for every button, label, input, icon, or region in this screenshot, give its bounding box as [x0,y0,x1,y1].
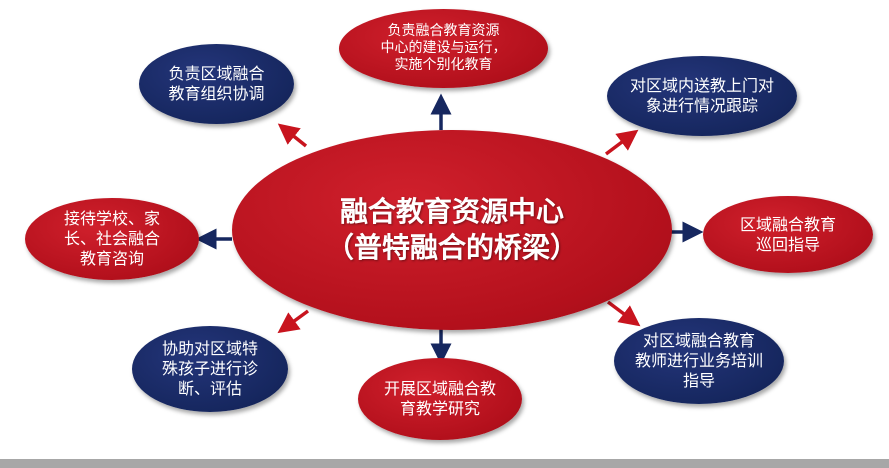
node-left-text: 接待学校、家 长、社会融合 教育咨询 [63,209,160,268]
center-node-text: 融合教育资源中心 （普特融合的桥梁） [325,195,578,264]
node-top: 负责融合教育资源 中心的建设与运行， 实施个别化教育 [339,9,548,88]
node-bottom-right: 对区域融合教育 教师进行业务培训 指导 [614,318,784,404]
node-top-left-text: 负责区域融合 教育组织协调 [168,64,265,103]
arrow-bottom-right [606,300,641,327]
node-right-text: 区域融合教育 巡回指导 [739,214,836,254]
node-top-right-text: 对区域内送教上门对 象进行情况跟踪 [629,76,774,115]
center-node: 融合教育资源中心 （普特融合的桥梁） [232,130,672,330]
arrow-bottom-left [277,309,310,334]
node-top-left: 负责区域融合 教育组织协调 [139,44,294,124]
arrow-top-right [604,129,639,156]
node-top-text: 负责融合教育资源 中心的建设与运行， 实施个别化教育 [380,23,507,73]
node-right: 区域融合教育 巡回指导 [703,196,873,273]
arrow-top-left [277,123,308,148]
bottom-divider [0,459,889,468]
node-bottom: 开展区域融合教 育教学研究 [358,358,522,440]
node-bottom-left: 协助对区域特 殊孩子进行诊 断、评估 [132,326,288,412]
node-top-right: 对区域内送教上门对 象进行情况跟踪 [607,56,797,136]
node-left: 接待学校、家 长、社会融合 教育咨询 [25,198,199,280]
node-bottom-left-text: 协助对区域特 殊孩子进行诊 断、评估 [161,339,258,398]
node-bottom-text: 开展区域融合教 育教学研究 [383,379,496,418]
node-bottom-right-text: 对区域融合教育 教师进行业务培训 指导 [634,331,763,390]
